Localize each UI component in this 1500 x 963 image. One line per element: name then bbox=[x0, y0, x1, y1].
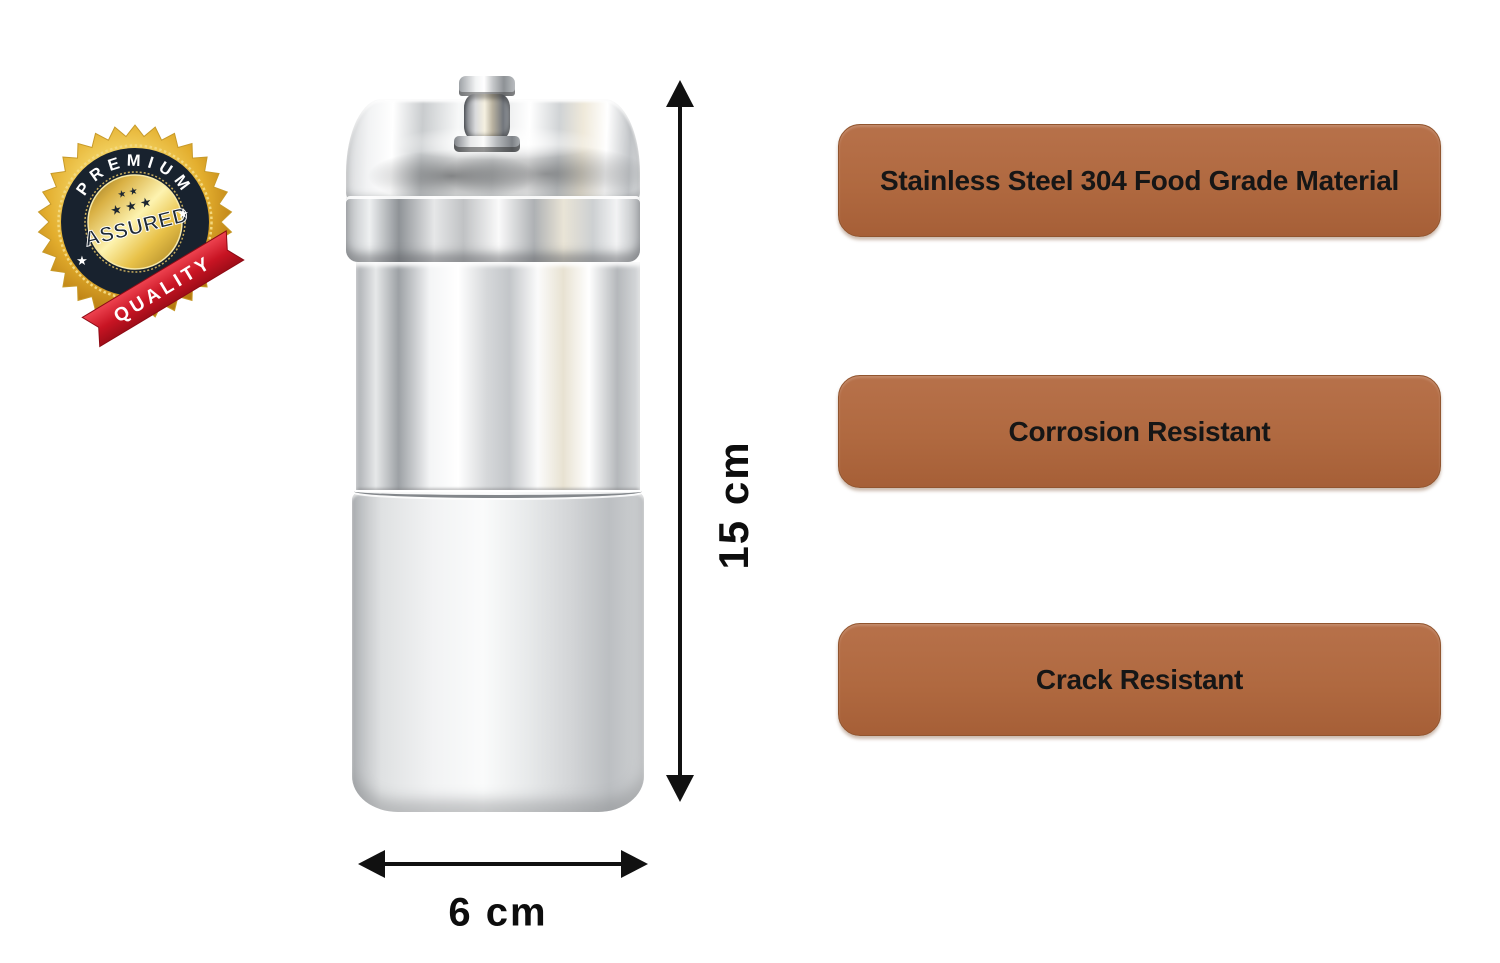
badge-right-star-icon: ★ bbox=[177, 206, 189, 221]
feature-label: Crack Resistant bbox=[1035, 663, 1244, 695]
arrow-down-head bbox=[666, 775, 694, 802]
filter-seam-line bbox=[354, 485, 642, 498]
height-label: 15 cm bbox=[710, 440, 757, 570]
width-label: 6 cm bbox=[448, 890, 548, 935]
width-dimension-arrow bbox=[358, 849, 648, 879]
filter-upper-chamber bbox=[356, 262, 640, 490]
arrow-left-head bbox=[358, 850, 385, 878]
height-dimension-arrow bbox=[664, 80, 696, 802]
filter-lower-chamber bbox=[352, 492, 644, 812]
badge-left-star-icon: ★ bbox=[76, 253, 88, 268]
premium-quality-badge: PREMIUM ★ ★ ★ ★ ★ ASSURED ★ ★ QUALITY bbox=[37, 124, 245, 348]
badge-stars-top-icon: ★ ★ bbox=[116, 186, 139, 202]
badge-beaded-ring bbox=[57, 144, 213, 300]
arrow-up-head bbox=[666, 80, 694, 107]
feature-box-corrosion: Corrosion Resistant bbox=[838, 375, 1441, 488]
feature-box-material: Stainless Steel 304 Food Grade Material bbox=[838, 124, 1441, 237]
feature-box-crack: Crack Resistant bbox=[838, 623, 1441, 736]
arrow-right-head bbox=[621, 850, 648, 878]
filter-knob-neck bbox=[464, 94, 510, 140]
filter-knob-cap bbox=[459, 76, 515, 96]
arrow-line bbox=[678, 107, 682, 775]
filter-lid-rim-band bbox=[346, 196, 640, 262]
feature-label: Corrosion Resistant bbox=[1008, 415, 1271, 447]
filter-knob-base bbox=[454, 136, 520, 152]
arrow-line bbox=[385, 862, 621, 866]
badge-inner-beads bbox=[84, 171, 186, 273]
feature-label: Stainless Steel 304 Food Grade Material bbox=[880, 164, 1399, 196]
badge-gold-center bbox=[87, 174, 183, 270]
